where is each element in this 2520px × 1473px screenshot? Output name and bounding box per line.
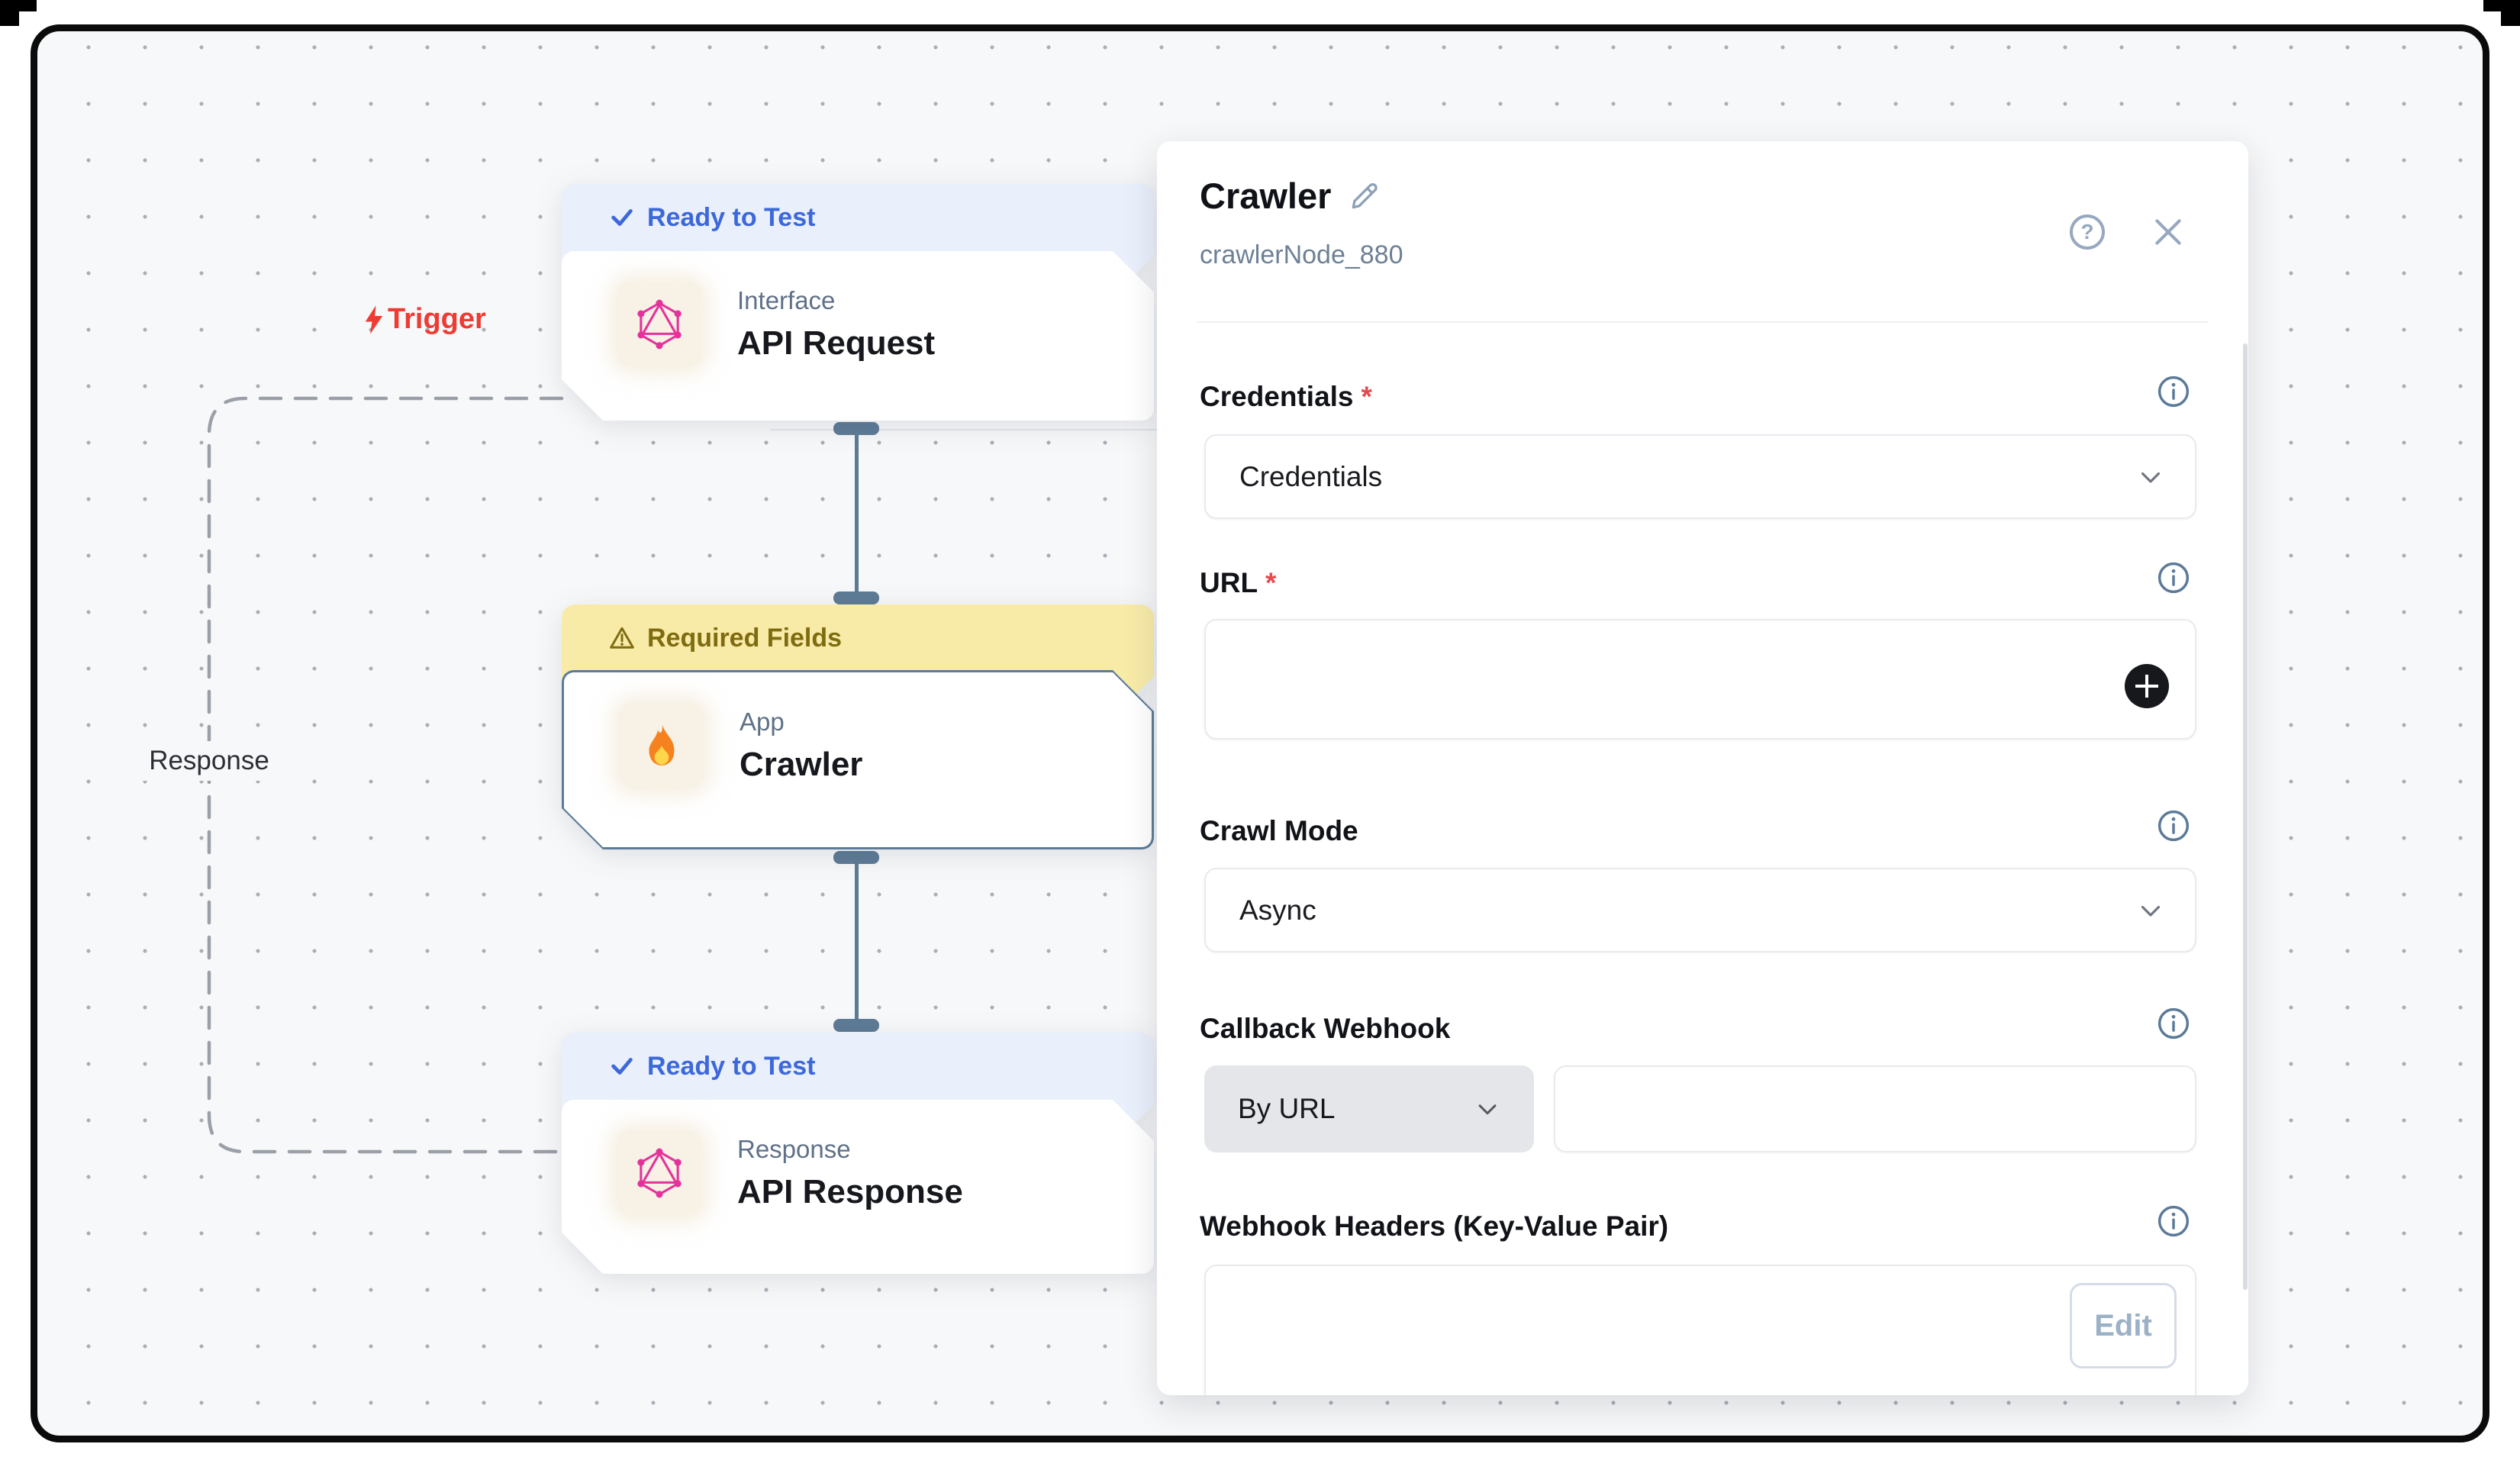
graphql-icon [617, 1130, 702, 1216]
node-crawler[interactable]: Required Fields [562, 604, 1154, 853]
node-card[interactable]: Interface API Request [562, 251, 1154, 421]
node-config-panel: Crawler crawlerNode_880 ? Credentials* C… [1157, 141, 2248, 1395]
alignment-guide-line [770, 429, 1164, 430]
connector-handle[interactable] [833, 591, 879, 604]
webhook-headers-label: Webhook Headers (Key-Value Pair) [1200, 1210, 1669, 1242]
node-type-label: Interface [737, 286, 836, 314]
connector-edge [855, 859, 859, 1023]
crawl-mode-label: Crawl Mode [1200, 815, 1358, 846]
lightning-icon [365, 305, 383, 334]
chevron-down-icon [2141, 472, 2161, 483]
required-asterisk: * [1361, 381, 1372, 412]
help-button[interactable]: ? [2070, 214, 2105, 250]
chevron-down-icon [2141, 905, 2161, 917]
add-variable-button[interactable] [2125, 664, 2169, 708]
panel-title: Crawler [1200, 176, 1332, 216]
required-asterisk: * [1265, 567, 1277, 598]
node-title: Crawler [740, 746, 863, 783]
check-icon [609, 1053, 635, 1079]
node-title: API Response [737, 1173, 963, 1210]
node-status-text: Ready to Test [647, 1051, 816, 1081]
info-icon[interactable] [2157, 561, 2190, 595]
webhook-headers-field[interactable]: Edit [1204, 1265, 2196, 1395]
node-api-request[interactable]: Ready to Test [562, 184, 1154, 422]
divider [1197, 321, 2209, 323]
node-type-label: Response [737, 1135, 851, 1163]
credentials-label: Credentials* [1200, 381, 1372, 412]
corner-mark [0, 0, 19, 26]
credentials-select[interactable]: Credentials [1204, 434, 2196, 519]
connector-edge [855, 430, 859, 595]
node-status-text: Ready to Test [647, 202, 816, 232]
node-title: API Request [737, 324, 936, 362]
node-type-label: App [740, 707, 785, 736]
webhook-mode-select[interactable]: By URL [1204, 1065, 1534, 1152]
corner-mark [2501, 0, 2520, 26]
url-input[interactable] [1204, 619, 2196, 740]
warning-icon [609, 625, 635, 651]
trigger-label-text: Trigger [388, 303, 486, 335]
trigger-label: Trigger [362, 303, 486, 336]
connector-handle[interactable] [833, 851, 879, 864]
info-icon[interactable] [2157, 1204, 2190, 1238]
close-icon[interactable] [2149, 213, 2187, 251]
check-icon [609, 205, 635, 230]
node-api-response[interactable]: Ready to Test [562, 1033, 1154, 1274]
info-icon[interactable] [2157, 375, 2190, 408]
panel-title-row: Crawler [1200, 175, 1381, 217]
graphql-icon [617, 282, 702, 367]
node-card[interactable]: Response API Response [562, 1100, 1154, 1274]
info-icon[interactable] [2157, 1007, 2190, 1040]
response-label: Response [140, 741, 278, 781]
node-id: crawlerNode_880 [1200, 240, 1403, 269]
connector-handle[interactable] [833, 422, 879, 435]
panel-scrollbar[interactable] [2243, 343, 2248, 1290]
fire-icon [619, 703, 704, 788]
connector-handle[interactable] [833, 1019, 879, 1032]
edit-name-icon[interactable] [1348, 179, 1381, 213]
node-status-text: Required Fields [647, 623, 843, 653]
url-label: URL* [1200, 567, 1277, 598]
webhook-url-input[interactable] [1554, 1065, 2196, 1152]
node-card-selected[interactable]: App Crawler [562, 670, 1154, 849]
info-icon[interactable] [2157, 809, 2190, 843]
chevron-down-icon [1478, 1104, 1497, 1115]
callback-webhook-label: Callback Webhook [1200, 1013, 1451, 1044]
crawl-mode-select[interactable]: Async [1204, 868, 2196, 952]
edit-headers-button[interactable]: Edit [2070, 1283, 2177, 1368]
